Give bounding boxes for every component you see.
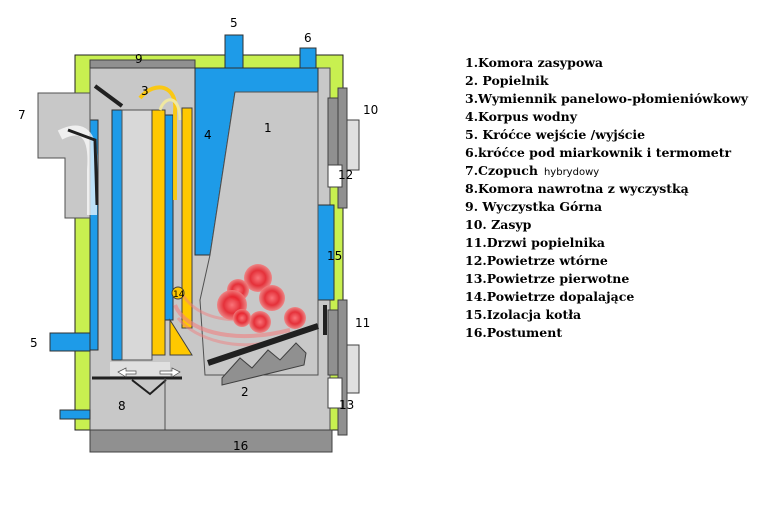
legend: 1.Komora zasypowa 2. Popielnik 3.Wymienn… — [465, 54, 748, 342]
flames — [173, 264, 306, 347]
afterburn-air-marker — [171, 286, 185, 300]
number-labels: 1 2 3 4 5 5 6 7 8 9 10 11 12 13 14 15 16 — [18, 16, 378, 453]
label-10: 10 — [363, 103, 378, 117]
heat-exchanger — [93, 84, 193, 361]
legend-item: 5. Króćce wejście /wyjście — [465, 127, 646, 142]
sensor-socket — [299, 47, 317, 69]
label-13: 13 — [339, 398, 354, 412]
label-11: 11 — [355, 316, 370, 330]
label-3: 3 — [141, 84, 149, 98]
label-5-left: 5 — [30, 336, 38, 350]
return-chamber — [92, 362, 182, 430]
legend-item: 6.króćce pod miarkownik i termometr — [465, 145, 732, 160]
legend-item: 15.Izolacja kotła — [465, 307, 582, 322]
legend-note: hybrydowy — [543, 167, 600, 178]
legend-item: 4.Korpus wodny — [465, 109, 577, 124]
legend-item: 8.Komora nawrotna z wyczystką — [465, 181, 689, 196]
legend-item: 11.Drzwi popielnika — [465, 235, 605, 250]
label-5-top: 5 — [230, 16, 238, 30]
legend-item: 3.Wymiennik panelowo-płomieniówkowy — [465, 91, 748, 106]
label-6: 6 — [304, 31, 312, 45]
legend-item: 2. Popielnik — [465, 73, 549, 88]
label-1: 1 — [264, 121, 272, 135]
pipe-left-lower — [59, 409, 91, 420]
label-4: 4 — [204, 128, 212, 142]
legend-item: 16.Postument — [465, 325, 563, 340]
plinth — [89, 429, 333, 453]
label-16: 16 — [233, 439, 248, 453]
pipe-left-upper — [49, 332, 91, 352]
label-9: 9 — [135, 52, 143, 66]
label-7: 7 — [18, 108, 26, 122]
legend-item: 12.Powietrze wtórne — [465, 253, 608, 268]
legend-item: 13.Powietrze pierwotne — [465, 271, 630, 286]
top-cleanout — [89, 59, 196, 69]
grate — [207, 323, 319, 386]
label-12: 12 — [338, 168, 353, 182]
label-8: 8 — [118, 399, 126, 413]
flue — [37, 92, 99, 219]
pipe-top — [224, 34, 244, 69]
label-14: 14 — [173, 290, 185, 300]
legend-item: 14.Powietrze dopalające — [465, 289, 635, 304]
legend-item: 1.Komora zasypowa — [465, 55, 604, 70]
legend-item: 10. Zasyp — [465, 217, 532, 232]
doors — [323, 87, 360, 436]
label-15: 15 — [327, 249, 342, 263]
label-2: 2 — [241, 385, 249, 399]
legend-item: 9. Wyczystka Górna — [465, 199, 603, 214]
